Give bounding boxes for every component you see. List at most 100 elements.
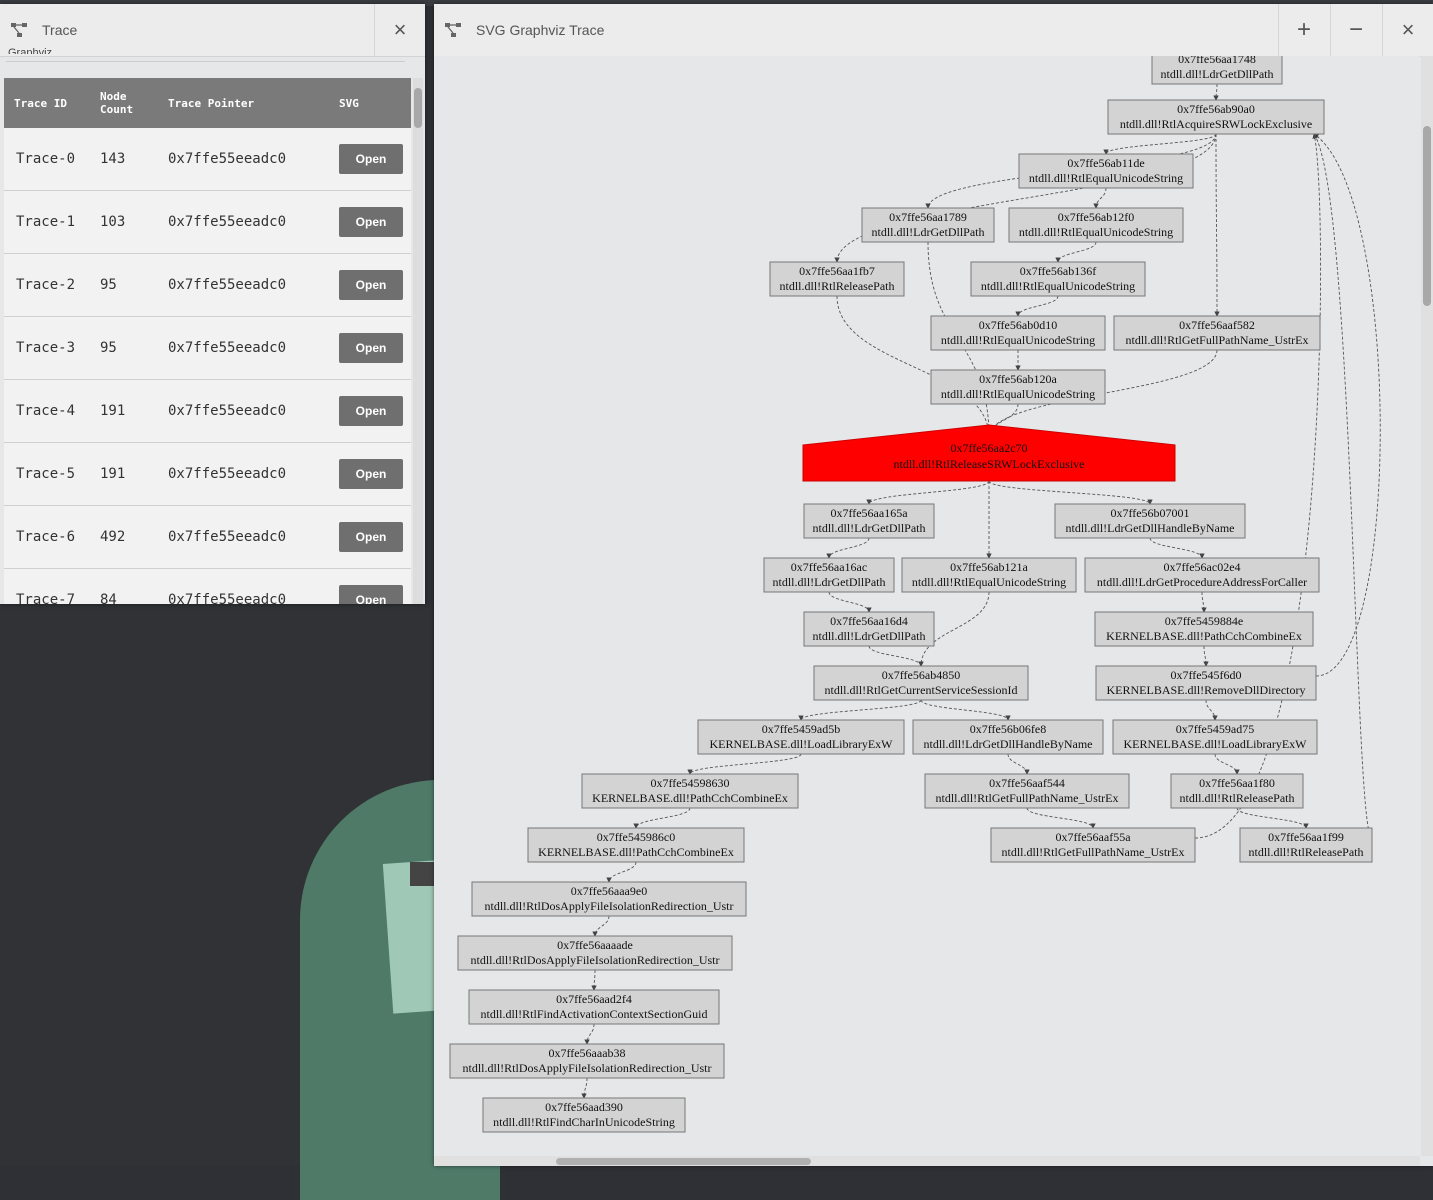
graph-edge: [866, 480, 990, 505]
vertical-scrollbar[interactable]: [413, 78, 423, 604]
node-address: 0x7ffe56ab120a: [979, 372, 1057, 386]
scrollbar-thumb[interactable]: [556, 1158, 811, 1165]
open-svg-button[interactable]: Open: [339, 459, 403, 489]
svg-cell: Open: [331, 128, 411, 191]
graph-edge: [584, 1023, 595, 1045]
graph-node[interactable]: 0x7ffe5459ad75KERNELBASE.dll!LoadLibrary…: [1112, 719, 1318, 755]
node-function: ntdll.dll!LdrGetDllPath: [872, 225, 985, 239]
graph-node[interactable]: 0x7ffe56aaf544ntdll.dll!RtlGetFullPathNa…: [924, 773, 1130, 809]
graph-edge: [1093, 187, 1107, 209]
node-function: ntdll.dll!LdrGetDllPath: [813, 629, 926, 643]
open-svg-button[interactable]: Open: [339, 333, 403, 363]
node-function: ntdll.dll!LdrGetDllHandleByName: [924, 737, 1093, 751]
open-svg-button[interactable]: Open: [339, 270, 403, 300]
node-address: 0x7ffe56aaab38: [548, 1046, 625, 1060]
node-shape: [912, 719, 1104, 755]
node-address: 0x7ffe56ab12f0: [1058, 210, 1134, 224]
open-svg-button[interactable]: Open: [339, 585, 403, 604]
graph-window-titlebar[interactable]: SVG Graphviz Trace + − ×: [434, 4, 1433, 57]
graph-node[interactable]: 0x7ffe56b07001ntdll.dll!LdrGetDllHandleB…: [1054, 503, 1246, 539]
graph-node[interactable]: 0x7ffe56aaa9e0ntdll.dll!RtlDosApplyFileI…: [471, 881, 747, 917]
graph-node[interactable]: 0x7ffe56ab12f0ntdll.dll!RtlEqualUnicodeS…: [1008, 207, 1184, 243]
node-shape: [449, 1043, 725, 1079]
open-svg-button[interactable]: Open: [339, 396, 403, 426]
svg-cell: Open: [331, 190, 411, 254]
graph-node[interactable]: 0x7ffe56ab121antdll.dll!RtlEqualUnicodeS…: [901, 557, 1077, 593]
node-shape: [468, 989, 720, 1025]
node-address: 0x7ffe56aa1748: [1178, 56, 1256, 66]
graph-node[interactable]: 0x7ffe56aaf582ntdll.dll!RtlGetFullPathNa…: [1113, 315, 1321, 351]
zoom-in-button[interactable]: +: [1278, 4, 1329, 56]
graph-node[interactable]: 0x7ffe56aaaadentdll.dll!RtlDosApplyFileI…: [457, 935, 733, 971]
graph-node[interactable]: 0x7ffe56aaab38ntdll.dll!RtlDosApplyFileI…: [449, 1043, 725, 1079]
graph-node[interactable]: 0x7ffe56aad390ntdll.dll!RtlFindCharInUni…: [482, 1097, 686, 1133]
graph-node[interactable]: 0x7ffe56b06fe8ntdll.dll!LdrGetDllHandleB…: [912, 719, 1104, 755]
column-header-trace-id[interactable]: Trace ID: [4, 78, 92, 128]
node-count-cell: 95: [92, 253, 160, 317]
graph-node[interactable]: 0x7ffe54598630KERNELBASE.dll!PathCchComb…: [581, 773, 799, 809]
trace-pointer-cell: 0x7ffe55eeadc0: [160, 316, 331, 380]
column-header-trace-pointer[interactable]: Trace Pointer: [160, 78, 331, 128]
node-shape: [1239, 827, 1373, 863]
node-function: ntdll.dll!RtlDosApplyFileIsolationRedire…: [463, 1061, 712, 1075]
graph-node[interactable]: 0x7ffe56ac02e4ntdll.dll!LdrGetProcedureA…: [1084, 557, 1320, 593]
node-function: ntdll.dll!RtlEqualUnicodeString: [1029, 171, 1183, 185]
graph-node[interactable]: 0x7ffe56aaf55antdll.dll!RtlGetFullPathNa…: [990, 827, 1196, 863]
graphviz-label: Graphviz: [8, 47, 53, 54]
column-header-node-count[interactable]: Node Count: [92, 78, 160, 128]
horizontal-scrollbar[interactable]: [434, 1156, 1420, 1166]
node-shape: [471, 881, 747, 917]
graph-node[interactable]: 0x7ffe56ab0d10ntdll.dll!RtlEqualUnicodeS…: [930, 315, 1106, 351]
open-svg-button[interactable]: Open: [339, 522, 403, 552]
node-shape: [930, 369, 1106, 405]
node-function: ntdll.dll!RtlReleaseSRWLockExclusive: [894, 457, 1085, 471]
node-shape: [1084, 557, 1320, 593]
close-button[interactable]: ×: [1382, 4, 1433, 56]
open-svg-button[interactable]: Open: [339, 207, 403, 237]
graph-node[interactable]: 0x7ffe5459ad5bKERNELBASE.dll!LoadLibrary…: [697, 719, 905, 755]
graph-node-highlighted[interactable]: 0x7ffe56aa2c70ntdll.dll!RtlReleaseSRWLoc…: [802, 424, 1176, 482]
trace-pointer-cell: 0x7ffe55eeadc0: [160, 505, 331, 569]
graph-edge: [1015, 295, 1059, 317]
graph-node[interactable]: 0x7ffe56ab136fntdll.dll!RtlEqualUnicodeS…: [970, 261, 1146, 297]
graph-node[interactable]: 0x7ffe56ab11dentdll.dll!RtlEqualUnicodeS…: [1018, 153, 1194, 189]
graph-node[interactable]: 0x7ffe56aad2f4ntdll.dll!RtlFindActivatio…: [468, 989, 720, 1025]
zoom-out-button[interactable]: −: [1330, 4, 1381, 56]
graph-node[interactable]: 0x7ffe56ab4850ntdll.dll!RtlGetCurrentSer…: [813, 665, 1029, 701]
graph-node[interactable]: 0x7ffe545986c0KERNELBASE.dll!PathCchComb…: [527, 827, 745, 863]
vertical-scrollbar[interactable]: [1421, 56, 1433, 1156]
column-header-svg[interactable]: SVG: [331, 78, 411, 128]
node-function: ntdll.dll!RtlReleasePath: [1180, 791, 1295, 805]
graph-node[interactable]: 0x7ffe56ab90a0ntdll.dll!RtlAcquireSRWLoc…: [1107, 99, 1325, 135]
open-svg-button[interactable]: Open: [339, 144, 403, 174]
close-button[interactable]: ×: [374, 4, 425, 56]
node-address: 0x7ffe56aa1789: [889, 210, 967, 224]
graph-node[interactable]: 0x7ffe5459884eKERNELBASE.dll!PathCchComb…: [1094, 611, 1314, 647]
call-graph[interactable]: 0x7ffe56aa1748ntdll.dll!LdrGetDllPath0x7…: [434, 56, 1420, 1156]
trace-table-container[interactable]: Trace ID Node Count Trace Pointer SVG Tr…: [4, 78, 411, 604]
trace-window-titlebar[interactable]: Trace ×: [0, 4, 425, 57]
graph-node[interactable]: 0x7ffe545f6d0KERNELBASE.dll!RemoveDllDir…: [1095, 665, 1317, 701]
scrollbar-thumb[interactable]: [414, 88, 422, 128]
graph-node[interactable]: 0x7ffe56ab120antdll.dll!RtlEqualUnicodeS…: [930, 369, 1106, 405]
node-function: ntdll.dll!RtlDosApplyFileIsolationRedire…: [485, 899, 734, 913]
scrollbar-thumb[interactable]: [1423, 126, 1431, 306]
node-shape: [990, 827, 1196, 863]
